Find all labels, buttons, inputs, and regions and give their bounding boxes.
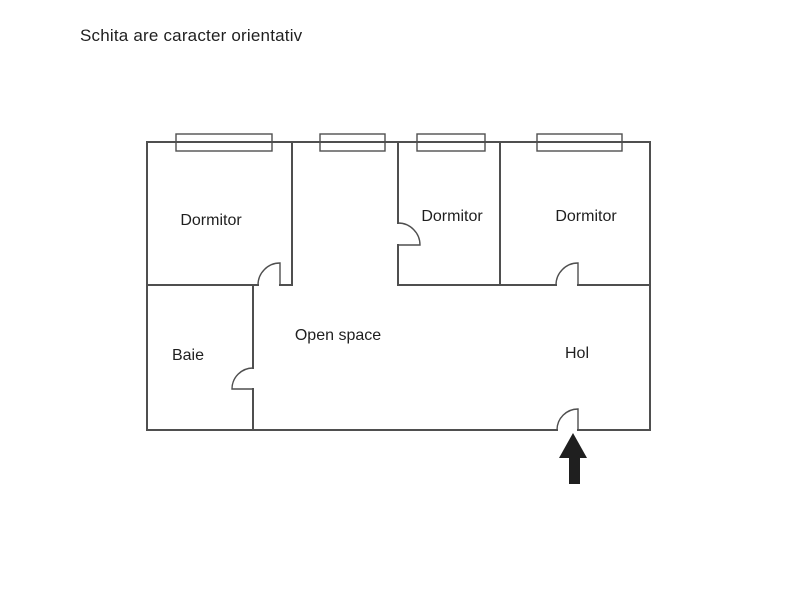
door-dormitor-left-icon — [257, 262, 281, 286]
entrance-arrow-icon — [559, 433, 587, 484]
window-icon — [536, 133, 623, 152]
interior-walls — [146, 141, 651, 431]
window-icon — [175, 133, 273, 152]
room-label-dormitor-right: Dormitor — [555, 208, 617, 225]
room-label-baie: Baie — [171, 347, 205, 364]
door-entrance-icon — [556, 408, 579, 431]
window-icon — [319, 133, 386, 152]
page-title: Schita are caracter orientativ — [80, 26, 303, 45]
doors — [231, 222, 579, 431]
windows — [175, 133, 623, 152]
door-dormitor-right-icon — [555, 262, 579, 286]
window-icon — [416, 133, 486, 152]
door-dormitor-middle-icon — [397, 222, 421, 246]
room-label-open-space: Open space — [294, 327, 382, 344]
door-baie-icon — [231, 367, 254, 390]
room-label-dormitor-left: Dormitor — [180, 212, 242, 229]
room-label-hol: Hol — [564, 345, 590, 362]
room-label-dormitor-middle: Dormitor — [421, 208, 483, 225]
